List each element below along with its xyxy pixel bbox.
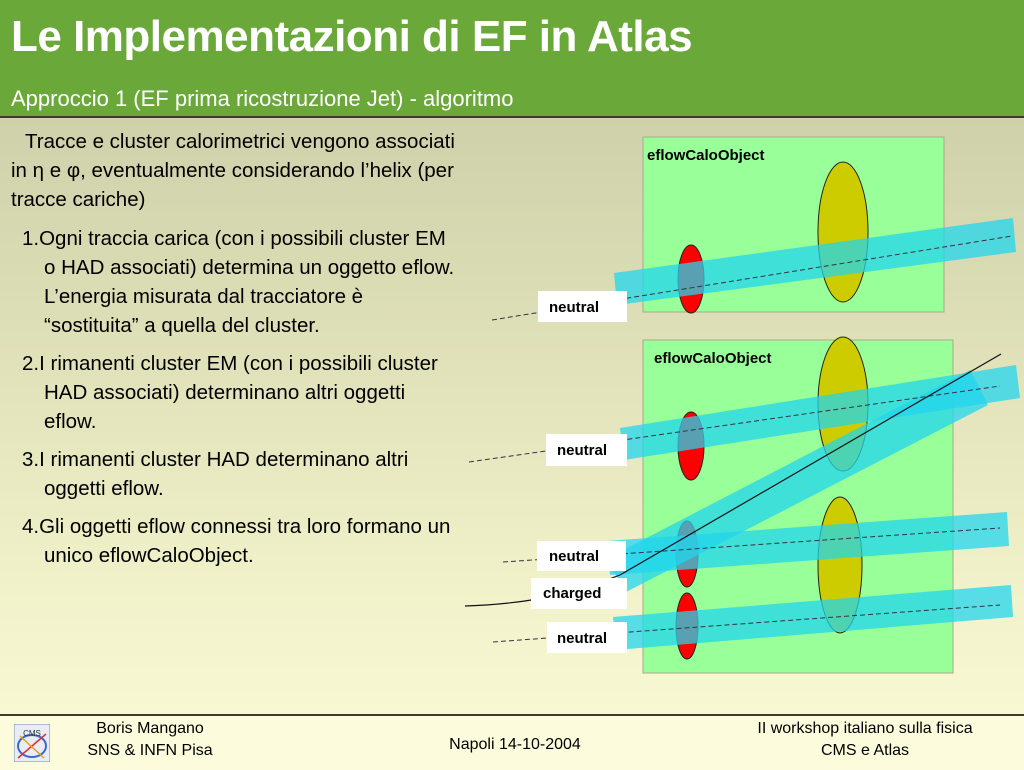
item-text: I rimanenti cluster EM (con i possibili … bbox=[39, 352, 438, 433]
tag-box bbox=[531, 578, 627, 609]
workshop-line-1: II workshop italiano sulla fisica bbox=[757, 720, 973, 737]
slide-subtitle: Approccio 1 (EF prima ricostruzione Jet)… bbox=[11, 86, 514, 111]
track-band bbox=[613, 585, 1013, 650]
neutral-label: neutral bbox=[557, 442, 607, 459]
list-item: 1.Ogni traccia carica (con i possibili c… bbox=[11, 224, 461, 340]
intro-paragraph: Tracce e cluster calorimetrici vengono a… bbox=[11, 130, 455, 211]
item-text: Gli oggetti eflow connessi tra loro form… bbox=[39, 515, 451, 567]
logo-text: CMS bbox=[23, 729, 41, 738]
slide-title: Le Implementazioni di EF in Atlas bbox=[11, 12, 693, 61]
charged-label: charged bbox=[543, 585, 601, 602]
item-number: 2. bbox=[22, 352, 40, 375]
list-item: 2.I rimanenti cluster EM (con i possibil… bbox=[11, 349, 461, 436]
slide-header: Le Implementazioni di EF in Atlas Approc… bbox=[0, 0, 1024, 118]
calo-object-label-1: eflowCaloObject bbox=[647, 147, 765, 164]
item-number: 4. bbox=[22, 515, 40, 538]
track-band bbox=[607, 512, 1009, 575]
neutral-label: neutral bbox=[549, 548, 599, 565]
list-item: 4.Gli oggetti eflow connessi tra loro fo… bbox=[11, 512, 461, 570]
calo-object-label-2: eflowCaloObject bbox=[654, 350, 772, 367]
footer-author: Boris Mangano SNS & INFN Pisa bbox=[60, 718, 240, 762]
track-band bbox=[620, 365, 1020, 460]
slide-body: Tracce e cluster calorimetrici vengono a… bbox=[11, 127, 461, 579]
item-number: 1. bbox=[22, 227, 40, 250]
neutral-label: neutral bbox=[557, 630, 607, 647]
list-item: 3.I rimanenti cluster HAD determinano al… bbox=[11, 445, 461, 503]
neutral-label: neutral bbox=[549, 299, 599, 316]
slide-footer: CMS Boris Mangano SNS & INFN Pisa Napoli… bbox=[0, 714, 1024, 770]
tag-boxes bbox=[531, 291, 627, 653]
author-name: Boris Mangano bbox=[96, 720, 204, 737]
item-text: I rimanenti cluster HAD determinano altr… bbox=[39, 448, 409, 500]
tag-box bbox=[538, 291, 627, 322]
tag-box bbox=[546, 434, 627, 466]
had-cluster bbox=[817, 161, 869, 303]
author-affiliation: SNS & INFN Pisa bbox=[87, 742, 213, 759]
track-band bbox=[614, 218, 1016, 305]
footer-date: Napoli 14-10-2004 bbox=[449, 736, 581, 753]
cms-logo-icon: CMS bbox=[14, 724, 50, 762]
track-bands bbox=[606, 218, 1020, 650]
item-number: 3. bbox=[22, 448, 40, 471]
tag-box bbox=[547, 622, 627, 653]
footer-workshop: II workshop italiano sulla fisica CMS e … bbox=[715, 718, 1015, 762]
workshop-line-2: CMS e Atlas bbox=[820, 742, 910, 759]
tag-box bbox=[537, 541, 626, 571]
item-text: Ogni traccia carica (con i possibili clu… bbox=[39, 227, 455, 337]
